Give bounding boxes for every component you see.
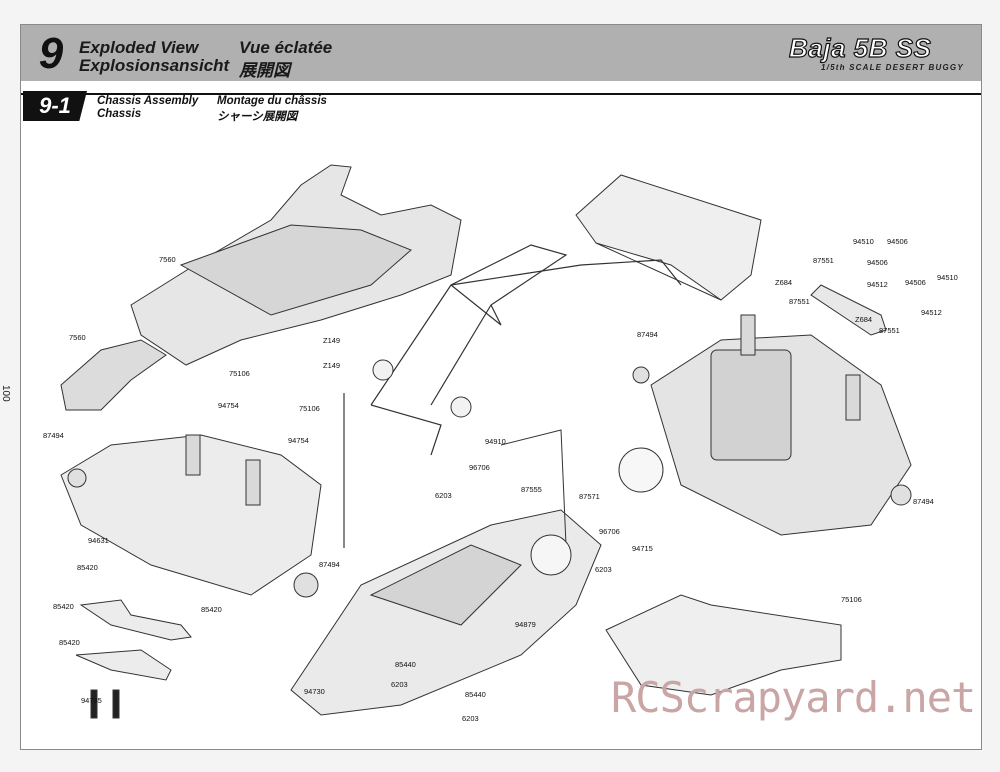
- part-label: Z684: [855, 315, 873, 324]
- roll-cage: [370, 244, 682, 456]
- part-label: 75106: [841, 595, 862, 604]
- part-label: 85440: [395, 660, 416, 669]
- part-label: 85420: [53, 602, 74, 611]
- part-label: 85420: [77, 563, 98, 572]
- part-label: Z149: [323, 336, 341, 345]
- exploded-view-diagram: [60, 164, 912, 719]
- part-label: 6203: [462, 714, 479, 723]
- front-suspension: [60, 434, 322, 598]
- body-shell-nose: [60, 339, 167, 411]
- part-label: 85420: [201, 605, 222, 614]
- part-label: 87551: [789, 297, 810, 306]
- subsection-number: 9-1: [23, 91, 87, 121]
- part-label: 87494: [319, 560, 340, 569]
- part-label: 94512: [921, 308, 942, 317]
- section-title-fr: Vue éclatée: [239, 38, 333, 57]
- part-label: 7560: [159, 255, 176, 264]
- part-label: 75106: [299, 404, 320, 413]
- subsection-title-ja: シャーシ展開図: [217, 111, 298, 123]
- engine-rear-assembly: [618, 314, 912, 536]
- cage-lights: [372, 359, 472, 418]
- part-label: 94735: [81, 696, 102, 705]
- part-label: 94510: [937, 273, 958, 282]
- part-label: 94754: [218, 401, 239, 410]
- watermark: RCScrapyard.net: [611, 673, 976, 722]
- part-label: 94631: [88, 536, 109, 545]
- part-label: 94506: [867, 258, 888, 267]
- manual-page: 9 Exploded View Explosionsansicht Vue éc…: [0, 24, 982, 750]
- part-label: 96706: [469, 463, 490, 472]
- front-bumper-parts: [75, 599, 192, 719]
- section-title-de: Explosionsansicht: [79, 56, 230, 75]
- chassis-plate: [290, 429, 602, 716]
- part-label: 87551: [879, 326, 900, 335]
- part-label: 94715: [632, 544, 653, 553]
- part-label: 85420: [59, 638, 80, 647]
- part-label: 94910: [485, 437, 506, 446]
- part-label: 87571: [579, 492, 600, 501]
- part-label: 94512: [867, 280, 888, 289]
- part-label: Z149: [323, 361, 341, 370]
- part-label: 7560: [69, 333, 86, 342]
- brand-logo: Baja 5B SS 1/5th SCALE DESERT BUGGY: [781, 32, 971, 75]
- section-title-ja: 展開図: [239, 61, 290, 80]
- section-title-en: Exploded View: [79, 38, 199, 57]
- part-label: 87494: [913, 497, 934, 506]
- part-label: 6203: [435, 491, 452, 500]
- part-label: 75106: [229, 369, 250, 378]
- part-label: 96706: [599, 527, 620, 536]
- part-label: 87494: [637, 330, 658, 339]
- rear-wing: [575, 174, 762, 301]
- subsection-title-en: Chassis Assembly: [97, 95, 199, 107]
- part-label: 94510: [853, 237, 874, 246]
- logo-tagline: 1/5th SCALE DESERT BUGGY: [821, 63, 964, 72]
- part-label: 94754: [288, 436, 309, 445]
- part-label: Z684: [775, 278, 793, 287]
- part-label: 94506: [905, 278, 926, 287]
- subsection-title-fr: Montage du châssis: [217, 95, 327, 107]
- part-label: 94879: [515, 620, 536, 629]
- rear-shock-plate: [810, 284, 887, 336]
- section-header: 9 Exploded View Explosionsansicht Vue éc…: [21, 25, 981, 81]
- body-shell-upper: [130, 164, 462, 366]
- part-label: 87494: [43, 431, 64, 440]
- part-label: 87555: [521, 485, 542, 494]
- rear-skid-plate: [605, 594, 842, 696]
- part-label: 87551: [813, 256, 834, 265]
- part-label: 6203: [595, 565, 612, 574]
- section-number: 9: [38, 29, 64, 78]
- subsection-title-de: Chassis: [97, 108, 142, 120]
- subsection-rule: [21, 93, 981, 95]
- page-number: 100: [0, 385, 11, 402]
- logo-wordmark: Baja 5B SS: [788, 32, 932, 63]
- part-label: 85440: [465, 690, 486, 699]
- part-label: 94730: [304, 687, 325, 696]
- antenna-tube: [343, 393, 345, 548]
- part-label: 94506: [887, 237, 908, 246]
- part-label: 6203: [391, 680, 408, 689]
